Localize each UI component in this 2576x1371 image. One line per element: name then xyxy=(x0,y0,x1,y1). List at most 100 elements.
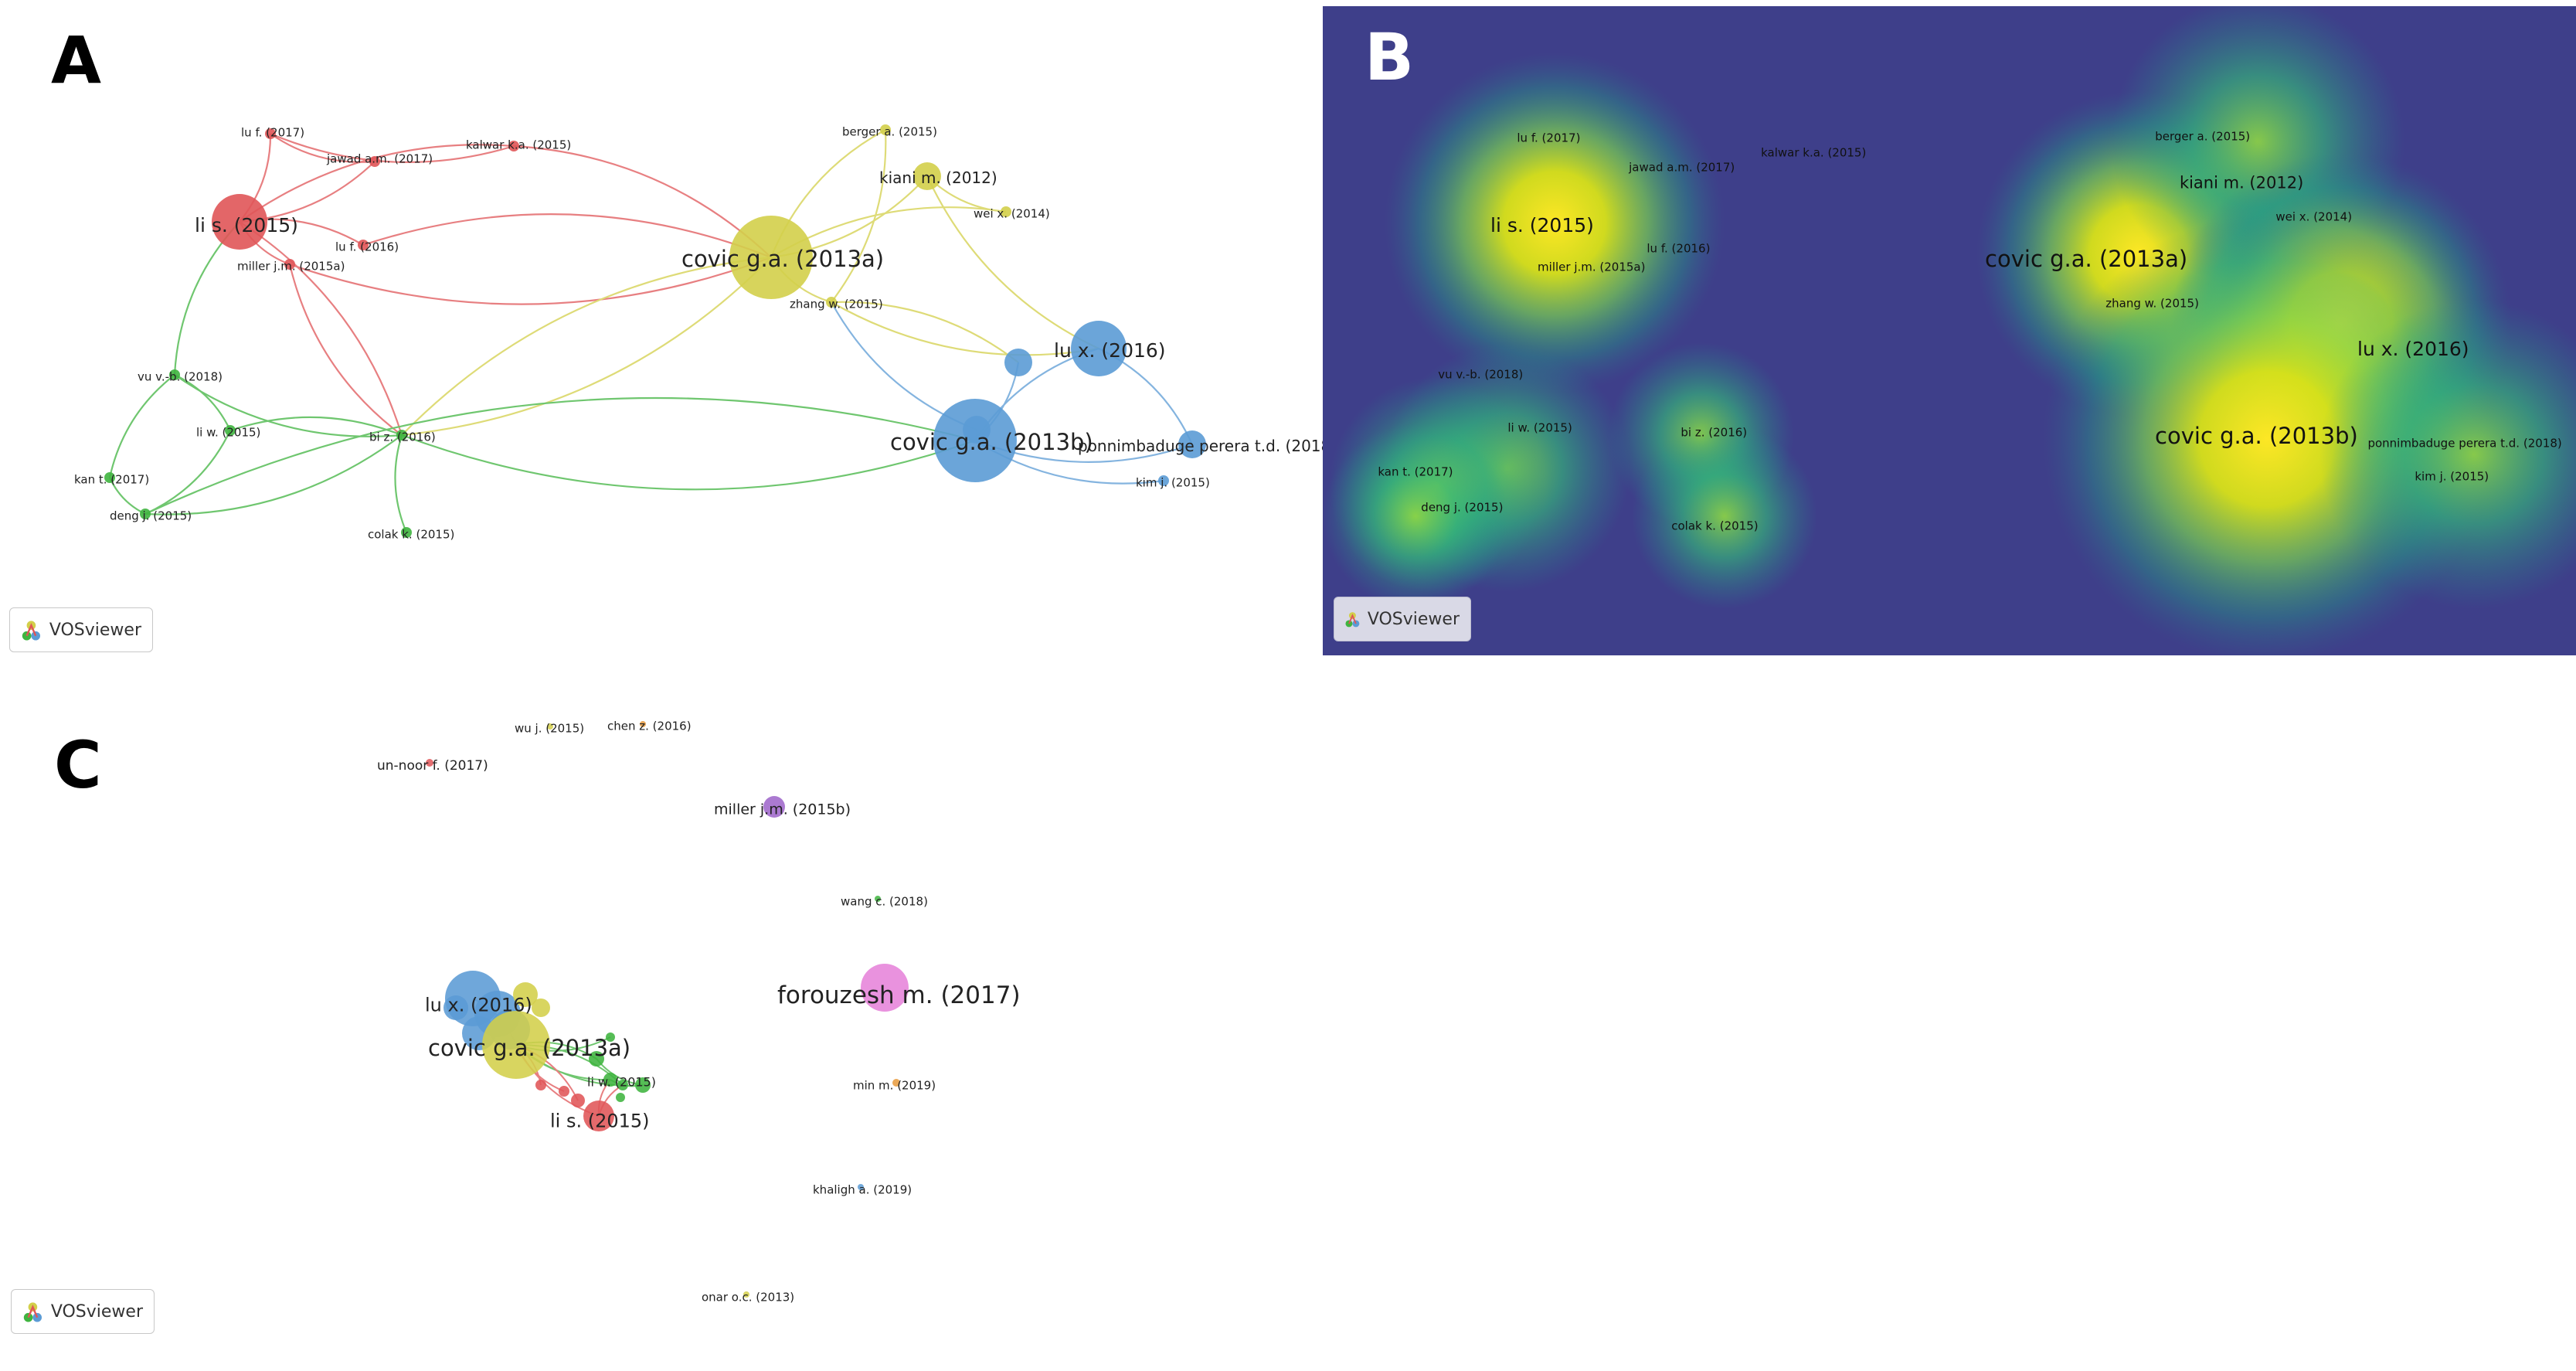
node-label-chen-z-2016: chen z. (2016) xyxy=(607,719,692,733)
node-label: covic g.a. (2013b) xyxy=(890,429,1093,455)
vosviewer-logo-icon xyxy=(1345,612,1360,628)
density-label-miller-j-m-2015a: miller j.m. (2015a) xyxy=(1538,260,1645,274)
isolated-node[interactable] xyxy=(547,723,553,730)
isolated-node[interactable] xyxy=(892,1079,900,1087)
density-label-wei-x-2014: wei x. (2014) xyxy=(2275,209,2352,223)
vosviewer-watermark-c: VOSviewer xyxy=(11,1289,155,1334)
density-blob xyxy=(2319,300,2576,609)
node-label: covic g.a. (2013a) xyxy=(681,246,884,272)
node-kan-t-2017[interactable] xyxy=(104,472,115,483)
vosviewer-label: VOSviewer xyxy=(49,620,141,640)
vosviewer-label: VOSviewer xyxy=(50,1301,143,1322)
density-label-berger-a-2015: berger a. (2015) xyxy=(2155,129,2250,143)
edge-link xyxy=(831,301,1019,363)
cluster-node[interactable] xyxy=(532,998,550,1017)
density-label-ponnimbaduge-perera-t-d-2018: ponnimbaduge perera t.d. (2018) xyxy=(2367,436,2561,450)
edge-link xyxy=(229,416,403,437)
node-label-li-w-2015: li w. (2015) xyxy=(587,1075,656,1090)
edge-link xyxy=(926,175,1099,349)
node-label: wei x. (2014) xyxy=(974,206,1050,220)
cluster-node[interactable] xyxy=(616,1093,625,1102)
density-label-covic-g-a-2013a: covic g.a. (2013a) xyxy=(1985,246,2187,272)
cluster-node[interactable] xyxy=(589,1051,604,1067)
edge-link xyxy=(401,256,772,436)
node-label: kim j. (2015) xyxy=(1136,475,1210,489)
node-label-wu-j-2015: wu j. (2015) xyxy=(515,721,584,735)
isolated-node[interactable] xyxy=(640,721,646,727)
node-kiani-m-2012[interactable] xyxy=(913,162,941,190)
node-label: ponnimbaduge perera t.d. (2018) xyxy=(1078,437,1323,455)
density-blob xyxy=(1323,424,1508,609)
isolated-node[interactable] xyxy=(858,1184,864,1190)
node-label: zhang w. (2015) xyxy=(790,297,883,311)
node-miller-j-m-2015a[interactable] xyxy=(284,259,295,270)
node-label: lu f. (2016) xyxy=(335,240,399,253)
edge-link xyxy=(144,434,403,515)
node-covic-g-a-2013a[interactable] xyxy=(729,216,813,299)
node-jawad-a-m-2017[interactable] xyxy=(369,156,380,167)
density-label-vu-v-b-2018: vu v.-b. (2018) xyxy=(1438,367,1523,381)
edge-link xyxy=(401,257,772,437)
cluster-node[interactable] xyxy=(603,1073,617,1087)
node-unlabeled-12[interactable] xyxy=(1004,349,1032,376)
panel-a-network: A lu f. (2017)jawad a.m. (2017)kalwar k.… xyxy=(0,0,1323,665)
density-label-li-w-2015: li w. (2015) xyxy=(1507,420,1572,434)
cluster-node[interactable] xyxy=(635,1077,651,1093)
node-label-onar-o-c-2013: onar o.c. (2013) xyxy=(702,1290,794,1304)
density-label-kim-j-2015: kim j. (2015) xyxy=(2415,469,2489,483)
cluster-node[interactable] xyxy=(606,1033,615,1042)
cluster-node[interactable] xyxy=(443,995,468,1020)
node-label-miller-j-m-2015b: miller j.m. (2015b) xyxy=(714,801,851,818)
node-berger-a-2015[interactable] xyxy=(880,124,891,135)
cluster-node[interactable] xyxy=(482,1011,550,1079)
density-label-lu-f-2016: lu f. (2016) xyxy=(1647,241,1710,255)
cluster-node[interactable] xyxy=(571,1094,585,1107)
isolated-node[interactable] xyxy=(861,964,909,1012)
node-label-min-m-2019: min m. (2019) xyxy=(853,1078,936,1092)
node-kalwar-k-a-2015[interactable] xyxy=(508,141,519,151)
density-label-zhang-w-2015: zhang w. (2015) xyxy=(2105,296,2199,310)
node-label: li s. (2015) xyxy=(195,214,298,236)
isolated-node[interactable] xyxy=(875,896,881,902)
edge-link xyxy=(144,430,231,515)
node-covic-g-a-2013b[interactable] xyxy=(933,399,1017,482)
node-ponnimbaduge-perera-t-d-2018[interactable] xyxy=(1178,430,1206,458)
cluster-node[interactable] xyxy=(535,1080,546,1090)
edge-link xyxy=(270,132,515,164)
density-label-jawad-a-m-2017: jawad a.m. (2017) xyxy=(1628,160,1735,174)
node-lu-f-2016[interactable] xyxy=(358,240,369,250)
node-bi-z-2016[interactable] xyxy=(396,430,407,441)
density-b-canvas: lu f. (2017)jawad a.m. (2017)kalwar k.a.… xyxy=(1323,6,2576,655)
node-label: lu x. (2016) xyxy=(1054,339,1166,362)
cluster-node[interactable] xyxy=(559,1086,569,1097)
density-label-kiani-m-2012: kiani m. (2012) xyxy=(2180,173,2303,192)
node-lu-f-2017[interactable] xyxy=(265,128,276,139)
node-kim-j-2015[interactable] xyxy=(1158,475,1169,486)
network-c-canvas: wu j. (2015)chen z. (2016)un-noor f. (20… xyxy=(377,719,1021,1304)
node-label: colak k. (2015) xyxy=(368,527,454,541)
panel-b-density: lu f. (2017)jawad a.m. (2017)kalwar k.a.… xyxy=(1323,6,2576,655)
cluster-node[interactable] xyxy=(513,982,538,1007)
isolated-node[interactable] xyxy=(426,759,433,767)
node-wei-x-2014[interactable] xyxy=(1001,206,1011,217)
node-label-lu-x-2016: lu x. (2016) xyxy=(425,994,532,1015)
isolated-node[interactable] xyxy=(763,796,785,818)
node-zhang-w-2015[interactable] xyxy=(826,297,837,308)
node-li-w-2015[interactable] xyxy=(225,425,236,436)
isolated-node[interactable] xyxy=(743,1291,749,1298)
density-label-covic-g-a-2013b: covic g.a. (2013b) xyxy=(2155,423,2358,449)
vosviewer-logo-icon xyxy=(23,1302,42,1322)
node-colak-k-2015[interactable] xyxy=(401,527,412,538)
node-vu-v-b-2018[interactable] xyxy=(169,369,180,380)
edge-link xyxy=(362,213,772,259)
node-lu-x-2016[interactable] xyxy=(1071,321,1127,376)
node-label: lu f. (2017) xyxy=(241,125,304,139)
node-deng-j-2015[interactable] xyxy=(140,509,151,519)
node-label-covic-g-a-2013a: covic g.a. (2013a) xyxy=(428,1035,630,1061)
node-li-s-2015[interactable] xyxy=(212,194,267,250)
edge-link xyxy=(239,221,403,436)
density-label-li-s-2015: li s. (2015) xyxy=(1490,214,1594,236)
cluster-node[interactable] xyxy=(617,1080,628,1090)
cluster-node[interactable] xyxy=(583,1101,614,1131)
edge-link xyxy=(394,434,408,533)
